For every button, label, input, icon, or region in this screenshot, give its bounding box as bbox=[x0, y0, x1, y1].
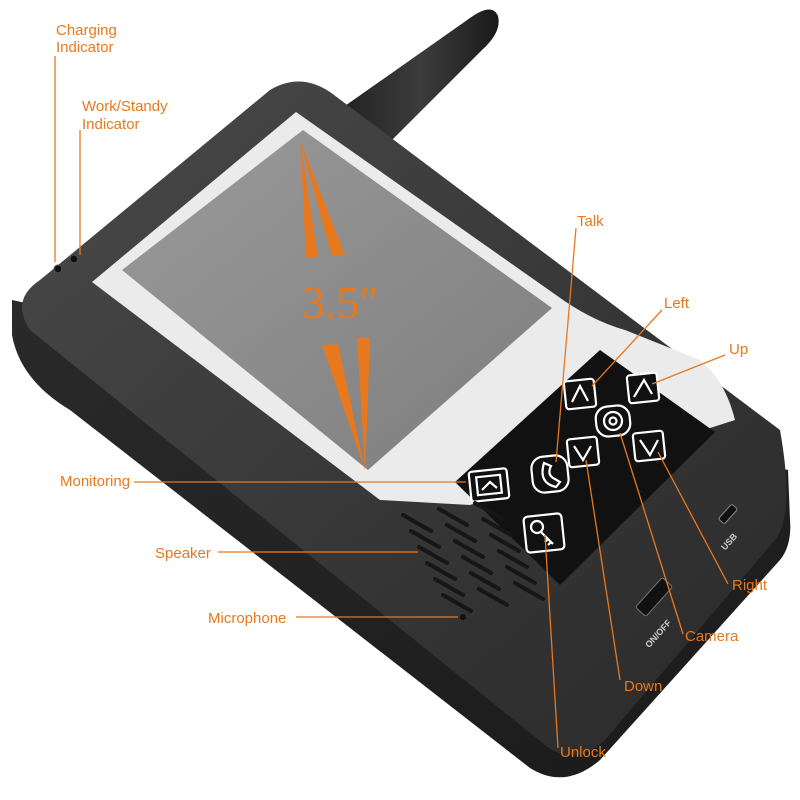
callout-charging-line2: Indicator bbox=[56, 39, 114, 56]
right-arrow-icon[interactable] bbox=[631, 429, 667, 463]
callout-lines bbox=[54, 56, 729, 749]
speaker-slot bbox=[425, 561, 457, 581]
speaker-slot bbox=[417, 545, 449, 565]
monitor-icon[interactable] bbox=[467, 467, 511, 503]
speaker-slot bbox=[409, 529, 441, 549]
speaker-slot bbox=[461, 555, 493, 575]
callout-standby-line1: Work/Standy bbox=[82, 98, 168, 115]
speaker-slot bbox=[445, 523, 477, 543]
left-arrow-icon[interactable] bbox=[562, 377, 598, 411]
speaker-slot bbox=[441, 593, 473, 613]
key-icon[interactable] bbox=[522, 512, 566, 554]
handset-icon[interactable] bbox=[530, 454, 570, 494]
speaker-slot bbox=[513, 581, 545, 601]
callout-monitoring: Monitoring bbox=[60, 473, 130, 490]
callout-left: Left bbox=[664, 295, 690, 312]
lcd-screen bbox=[122, 130, 552, 470]
callout-camera: Camera bbox=[685, 628, 739, 645]
callout-unlock: Unlock bbox=[560, 744, 606, 761]
callout-speaker: Speaker bbox=[155, 545, 211, 562]
speaker-slot bbox=[477, 587, 509, 607]
camera-icon[interactable] bbox=[594, 404, 632, 438]
callout-down: Down bbox=[624, 678, 662, 695]
speaker-slot bbox=[481, 517, 513, 537]
speaker-slot bbox=[401, 513, 433, 533]
callout-up: Up bbox=[729, 341, 748, 358]
indicator-leds bbox=[53, 254, 79, 274]
callout-standby-line2: Indicator bbox=[82, 116, 140, 133]
down-arrow-icon[interactable] bbox=[565, 435, 601, 469]
speaker-slot bbox=[473, 501, 505, 521]
speaker-grille bbox=[401, 501, 545, 613]
screen-size-arrows bbox=[300, 140, 370, 470]
speaker-slot bbox=[437, 507, 469, 527]
screen-size-label: 3.5″ bbox=[302, 277, 379, 328]
control-panel bbox=[455, 350, 715, 585]
speaker-slot bbox=[469, 571, 501, 591]
speaker-slot bbox=[433, 577, 465, 597]
speaker-slot bbox=[497, 549, 529, 569]
antenna bbox=[342, 9, 499, 141]
callout-charging-line1: Charging bbox=[56, 22, 117, 39]
callout-microphone: Microphone bbox=[208, 610, 286, 627]
speaker-slot bbox=[489, 533, 521, 553]
microphone-hole bbox=[460, 614, 466, 620]
up-arrow-icon[interactable] bbox=[625, 371, 661, 405]
speaker-slot bbox=[505, 565, 537, 585]
callout-right: Right bbox=[732, 577, 768, 594]
speaker-slot bbox=[453, 539, 485, 559]
callout-talk: Talk bbox=[577, 213, 604, 230]
